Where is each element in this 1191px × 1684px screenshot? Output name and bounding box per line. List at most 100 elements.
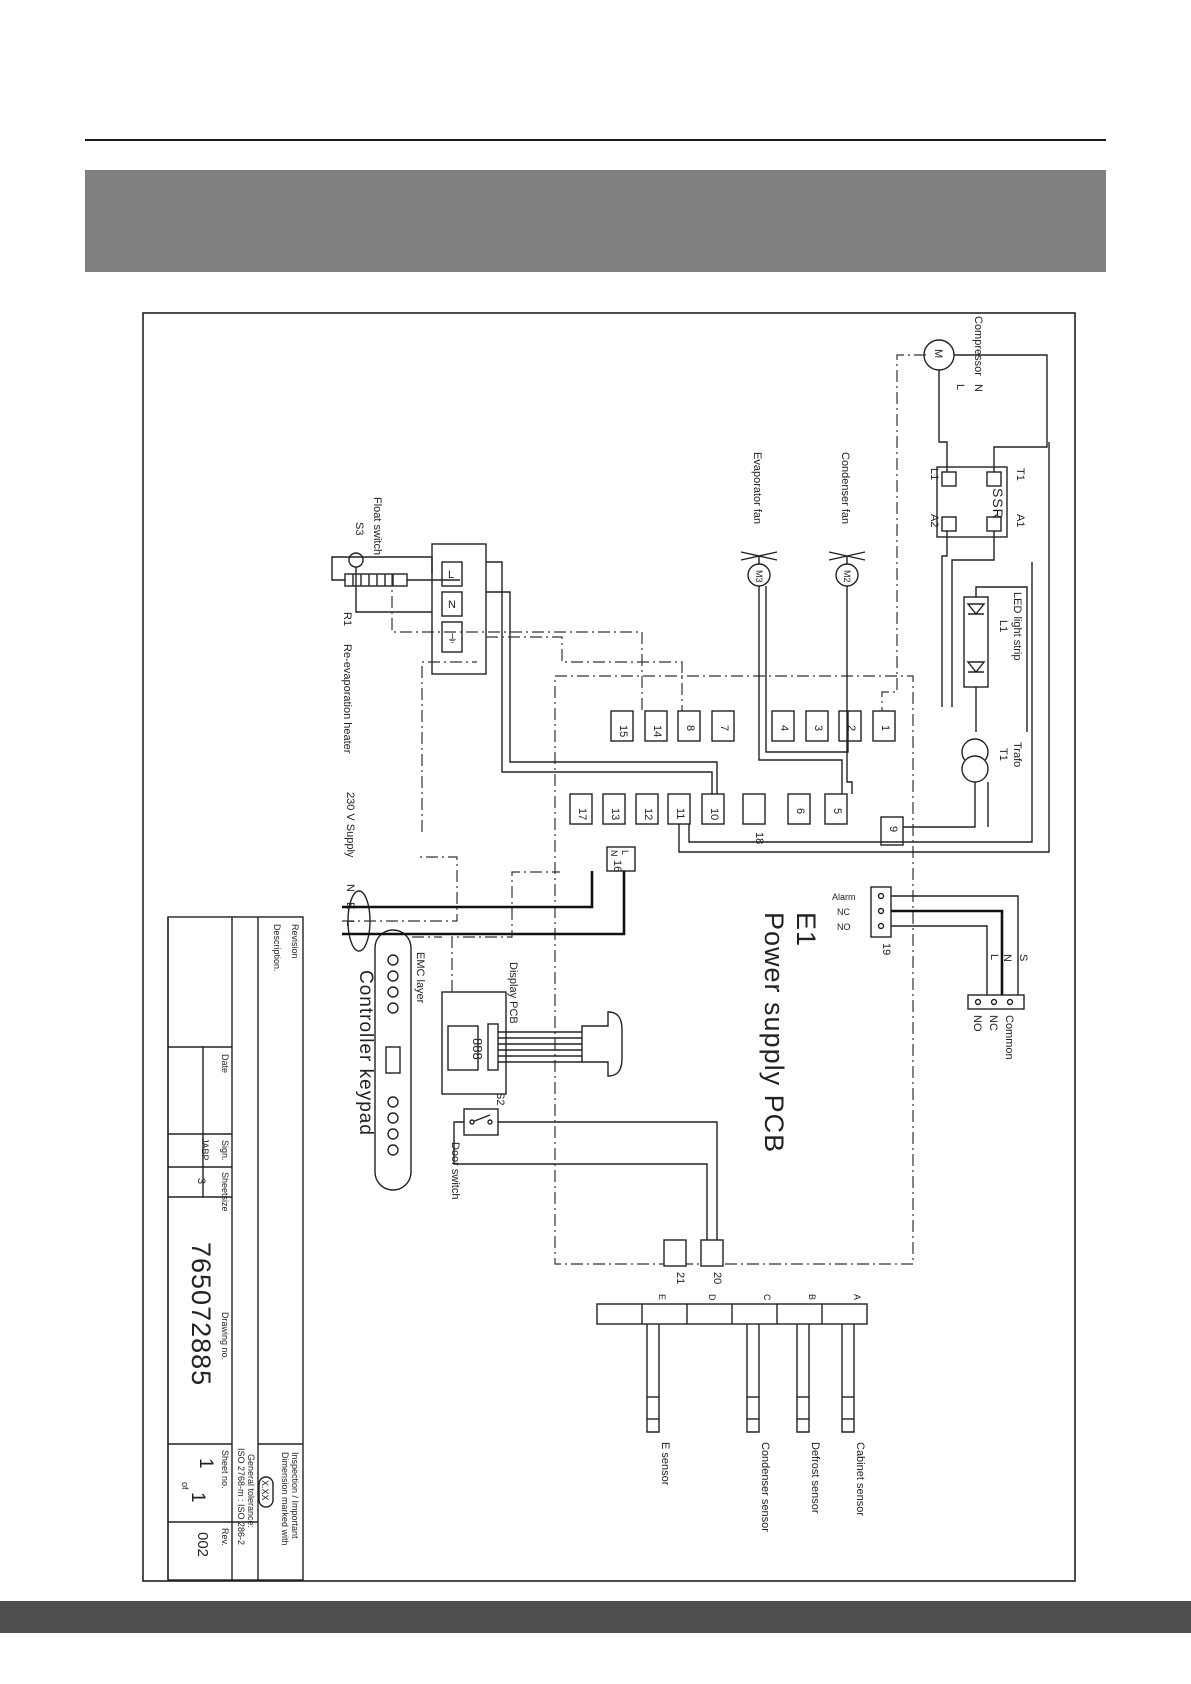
alarm-relay-pin-nc: NC <box>837 907 850 917</box>
svg-text:Sheet no.: Sheet no. <box>220 1450 230 1489</box>
svg-text:Condenser sensor: Condenser sensor <box>759 1442 771 1532</box>
svg-text:X.XX: X.XX <box>260 1480 270 1501</box>
terminal-18: 18 <box>742 793 766 844</box>
svg-text:Inspection / Important: Inspection / Important <box>290 1452 300 1539</box>
trafo-id: T1 <box>997 748 1009 761</box>
drawing-frame <box>142 312 1076 1582</box>
float-switch-id: S3 <box>353 522 365 535</box>
svg-text:Dimension marked with: Dimension marked with <box>280 1452 290 1546</box>
svg-text:B: B <box>807 1294 817 1300</box>
svg-text:N: N <box>1001 954 1013 962</box>
sensor-defrost: Defrost sensor <box>796 1396 821 1514</box>
svg-text:Cabinet sensor: Cabinet sensor <box>854 1442 866 1516</box>
compressor-pin-l: L <box>954 384 966 390</box>
power-pcb-label: E1 Power supply PCB <box>759 912 821 1153</box>
svg-text:1: 1 <box>187 1492 208 1504</box>
terminals-top: 15 14 8 7 4 3 2 1 <box>610 710 896 742</box>
controller-keypad: EMC layer Controller keypad <box>355 929 426 1191</box>
ribbon-cable <box>498 1011 623 1077</box>
condenser-fan: M2 Condenser fan <box>828 452 866 587</box>
door-switch-label: Door switch <box>449 1142 461 1199</box>
svg-text:1: 1 <box>879 725 891 731</box>
svg-text:2: 2 <box>845 725 857 731</box>
ssr-pin-l1: L1 <box>928 468 940 480</box>
alarm-output: NO NC Common <box>967 994 1025 1060</box>
svg-text:ISO 2768-m : ISO 286-2: ISO 2768-m : ISO 286-2 <box>236 1448 246 1545</box>
ssr: T1 A1 SSR L1 A2 <box>928 466 1026 538</box>
power-pcb-name: Power supply PCB <box>759 912 789 1153</box>
mains-pin-n: N <box>448 599 456 611</box>
terminal-3: 3 <box>805 710 829 742</box>
svg-text:7: 7 <box>718 725 730 731</box>
svg-text:S: S <box>1017 954 1029 961</box>
svg-text:21: 21 <box>674 1272 686 1284</box>
terminal-1: 1 <box>872 710 896 742</box>
svg-text:14: 14 <box>651 725 663 737</box>
wiring <box>331 354 1050 1433</box>
terminal-16: L N 16 <box>606 846 636 872</box>
display-digits: 888 <box>470 1038 485 1060</box>
emc-layer-label: EMC layer <box>414 952 426 1004</box>
trafo-label: Trafo <box>1011 742 1023 767</box>
title-block: Revision Description. Date Sign. JABP Sh… <box>167 916 304 1581</box>
compressor-pin-n: N <box>972 384 984 392</box>
terminal-6: 6 <box>787 793 811 825</box>
header-banner <box>85 170 1106 272</box>
svg-text:A: A <box>852 1294 862 1300</box>
terminal-15: 15 <box>610 710 634 742</box>
svg-text:13: 13 <box>609 808 621 820</box>
revision-label: Revision <box>290 924 300 959</box>
condenser-fan-symbol: M2 <box>842 570 852 583</box>
supply-label: 230 V Supply <box>344 792 356 858</box>
led-strip-id: L1 <box>997 620 1009 632</box>
condenser-fan-label: Condenser fan <box>839 452 851 524</box>
svg-text:1: 1 <box>195 1458 216 1470</box>
sensor-cabinet: Cabinet sensor <box>841 1396 866 1516</box>
svg-text:17: 17 <box>576 808 588 820</box>
svg-text:20: 20 <box>711 1272 723 1284</box>
svg-text:Defrost sensor: Defrost sensor <box>809 1442 821 1514</box>
svg-text:L: L <box>988 954 1000 960</box>
heater-label: Re-evaporation heater <box>341 644 353 754</box>
terminal-8: 8 <box>677 710 701 742</box>
door-switch: S2 Door switch <box>449 1092 506 1199</box>
svg-text:11: 11 <box>674 808 686 819</box>
ssr-label: SSR <box>990 488 1006 520</box>
compressor: M Compressor N L <box>923 316 984 392</box>
svg-text:JABP: JABP <box>200 1138 210 1161</box>
power-pcb-id: E1 <box>791 912 821 947</box>
supply-230v: 230 V Supply N E L <box>344 792 371 952</box>
description-label: Description. <box>272 924 282 972</box>
svg-text:C: C <box>762 1294 772 1301</box>
re-evaporation-heater: R1 Re-evaporation heater <box>341 573 408 754</box>
sensor-condenser: Condenser sensor <box>746 1396 771 1532</box>
svg-text:General tolerance:: General tolerance: <box>246 1454 256 1528</box>
float-switch-label: Float switch <box>371 497 383 555</box>
svg-text:E sensor: E sensor <box>659 1442 671 1486</box>
compressor-symbol: M <box>932 349 944 358</box>
ssr-pin-t1: T1 <box>1014 468 1026 481</box>
terminal-11: 11 <box>667 793 691 825</box>
terminal-4: 4 <box>771 710 795 742</box>
terminals-mid: 17 13 12 11 10 18 6 5 9 <box>569 793 904 846</box>
svg-text:NC: NC <box>987 1015 999 1031</box>
terminal-9: 9 <box>880 816 904 846</box>
header-rule <box>85 139 1106 141</box>
led-light-strip: LED light strip L1 <box>963 592 1023 688</box>
svg-text:4: 4 <box>778 725 790 731</box>
svg-text:NO: NO <box>971 1015 983 1032</box>
terminal-17: 17 <box>569 793 593 825</box>
terminal-13: 13 <box>602 793 626 825</box>
svg-text:002: 002 <box>194 1532 211 1557</box>
wiring-diagram: E1 Power supply PCB M Compressor N L T1 … <box>142 312 1076 1582</box>
svg-text:16: 16 <box>611 860 623 872</box>
display-pcb-label: Display PCB <box>507 962 519 1024</box>
power-pcb-outline <box>554 675 914 1265</box>
terminal-10: 10 <box>701 793 725 825</box>
supply-pin-e: E <box>344 902 356 909</box>
supply-pin-l: L <box>344 920 356 926</box>
svg-text:Drawing no.: Drawing no. <box>220 1312 230 1360</box>
alarm-relay-number: 19 <box>880 943 892 955</box>
svg-text:Sheetsize: Sheetsize <box>220 1172 230 1212</box>
mains-pin-earth: ⏚ <box>447 632 458 645</box>
